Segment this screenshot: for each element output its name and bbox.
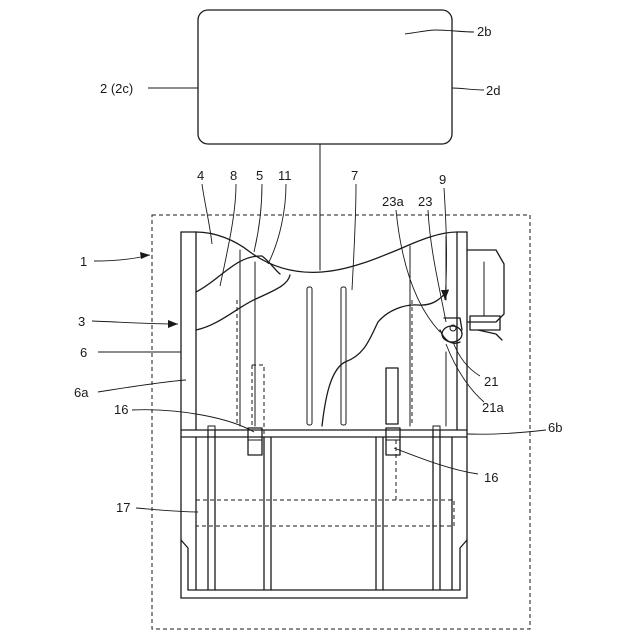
label-1: 1 — [80, 254, 87, 269]
label-7: 7 — [351, 168, 358, 183]
label-2d: 2d — [486, 83, 500, 98]
label-21: 21 — [484, 374, 498, 389]
label-11: 11 — [278, 168, 292, 183]
label-21a: 21a — [482, 400, 504, 415]
label-3: 3 — [78, 314, 85, 329]
label-6a: 6a — [74, 385, 89, 400]
label-16-right: 16 — [484, 470, 498, 485]
label-23a: 23a — [382, 194, 404, 209]
bottom-tray — [181, 426, 467, 598]
label-8: 8 — [230, 168, 237, 183]
label-23: 23 — [418, 194, 432, 209]
label-16-left: 16 — [114, 402, 128, 417]
label-2b: 2b — [477, 24, 491, 39]
label-5: 5 — [256, 168, 263, 183]
label-6: 6 — [80, 345, 87, 360]
drive-unit — [467, 250, 504, 340]
label-2-2c: 2 (2c) — [100, 81, 133, 96]
dashed-member-17 — [196, 365, 454, 526]
label-17: 17 — [116, 500, 130, 515]
arrow-markers — [140, 252, 449, 328]
bracket-16-right — [386, 368, 400, 455]
paper-stack-cutaway — [196, 232, 457, 426]
right-side-frame — [457, 232, 467, 598]
lever-mechanism — [440, 318, 462, 343]
leader-lines — [92, 30, 546, 512]
label-4: 4 — [197, 168, 204, 183]
label-9: 9 — [439, 172, 446, 187]
label-6b: 6b — [548, 420, 562, 435]
controller-box — [198, 10, 452, 270]
bracket-16-left — [248, 428, 262, 455]
